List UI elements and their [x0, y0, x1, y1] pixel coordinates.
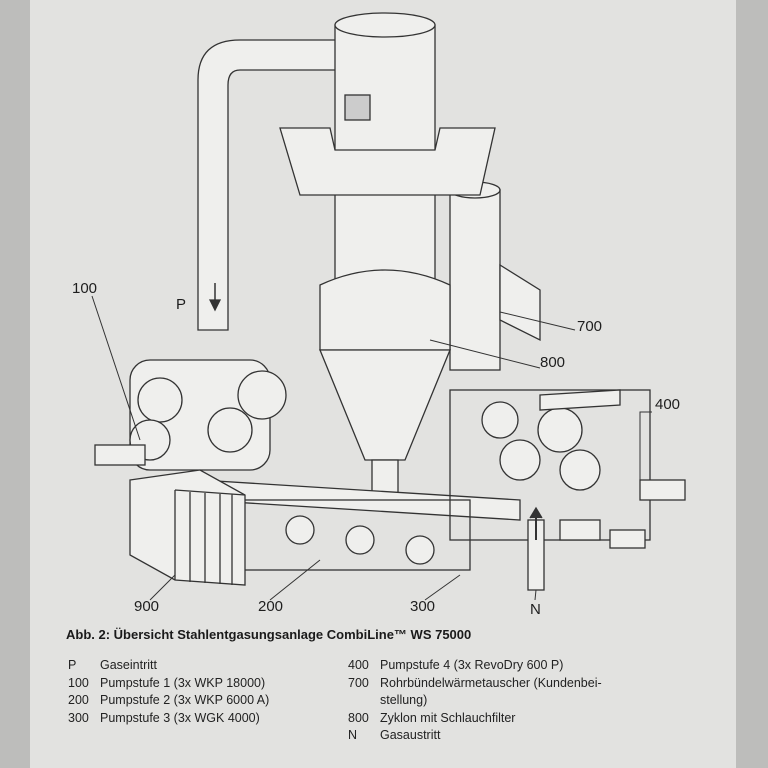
- legend-item: stellung): [348, 692, 602, 710]
- callout-p: P: [176, 296, 187, 313]
- legend-key: 400: [348, 658, 369, 672]
- legend-text: Gasaustritt: [380, 728, 441, 743]
- callout-900: 900: [134, 598, 160, 615]
- cyclone-cone: [319, 349, 451, 461]
- legend-text: Pumpstufe 1 (3x WKP 18000): [100, 675, 266, 690]
- figure-caption: Abb. 2: Übersicht Stahlentgasungsanlage …: [66, 627, 472, 642]
- legend-item: 400 Pumpstufe 4 (3x RevoDry 600 P): [348, 657, 602, 675]
- legend-key: P: [68, 658, 77, 672]
- callout-700: 700: [577, 318, 603, 335]
- plant-technical-drawing: [91, 12, 686, 601]
- legend-item: N Gasaustritt: [348, 727, 602, 745]
- legend-item: 700 Rohrbündelwärmetauscher (Kundenbei-: [348, 675, 602, 693]
- cyclone-body: [319, 269, 451, 351]
- pump-stage-1: [94, 359, 287, 471]
- callout-400: 400: [655, 396, 681, 413]
- callout-100: 100: [72, 280, 98, 297]
- legend-left: P Gaseintritt 100 Pumpstufe 1 (3x WKP 1800…: [68, 657, 269, 727]
- legend-text: stellung): [380, 693, 428, 708]
- legend-item: 100 Pumpstufe 1 (3x WKP 18000): [68, 675, 269, 693]
- legend-key: 100: [68, 675, 89, 690]
- legend-text: Pumpstufe 4 (3x RevoDry 600 P): [380, 658, 564, 672]
- callout-300: 300: [410, 598, 436, 615]
- control-cabinet: [129, 469, 246, 586]
- legend-item: P Gaseintritt: [68, 657, 269, 675]
- legend-item: 300 Pumpstufe 3 (3x WGK 4000): [68, 710, 269, 728]
- callout-n: N: [530, 601, 541, 618]
- legend-key: [348, 692, 380, 710]
- legend-item: 200 Pumpstufe 2 (3x WKP 6000 A): [68, 692, 269, 710]
- legend-text: Gaseintritt: [100, 658, 157, 672]
- pump-stage-4: [449, 389, 686, 549]
- legend-text: Zyklon mit Schlauchfilter: [380, 710, 516, 725]
- legend-text: Rohrbündelwärmetauscher (Kundenbei-: [380, 675, 602, 690]
- legend-key: N: [348, 728, 358, 743]
- legend-item: 800 Zyklon mit Schlauchfilter: [348, 710, 602, 728]
- filter-hood: [279, 127, 496, 196]
- legend-text: Pumpstufe 2 (3x WKP 6000 A): [100, 693, 270, 708]
- legend-key: 300: [68, 710, 89, 725]
- legend-key: 800: [348, 710, 369, 725]
- heat-exchanger: [449, 189, 501, 371]
- legend-right: 400 Pumpstufe 4 (3x RevoDry 600 P) 700 Roh…: [348, 657, 602, 745]
- legend-key: 200: [68, 693, 89, 708]
- legend-text: Pumpstufe 3 (3x WGK 4000): [100, 710, 260, 725]
- callout-200: 200: [258, 598, 284, 615]
- legend-key: 700: [348, 675, 369, 690]
- callout-800: 800: [540, 354, 566, 371]
